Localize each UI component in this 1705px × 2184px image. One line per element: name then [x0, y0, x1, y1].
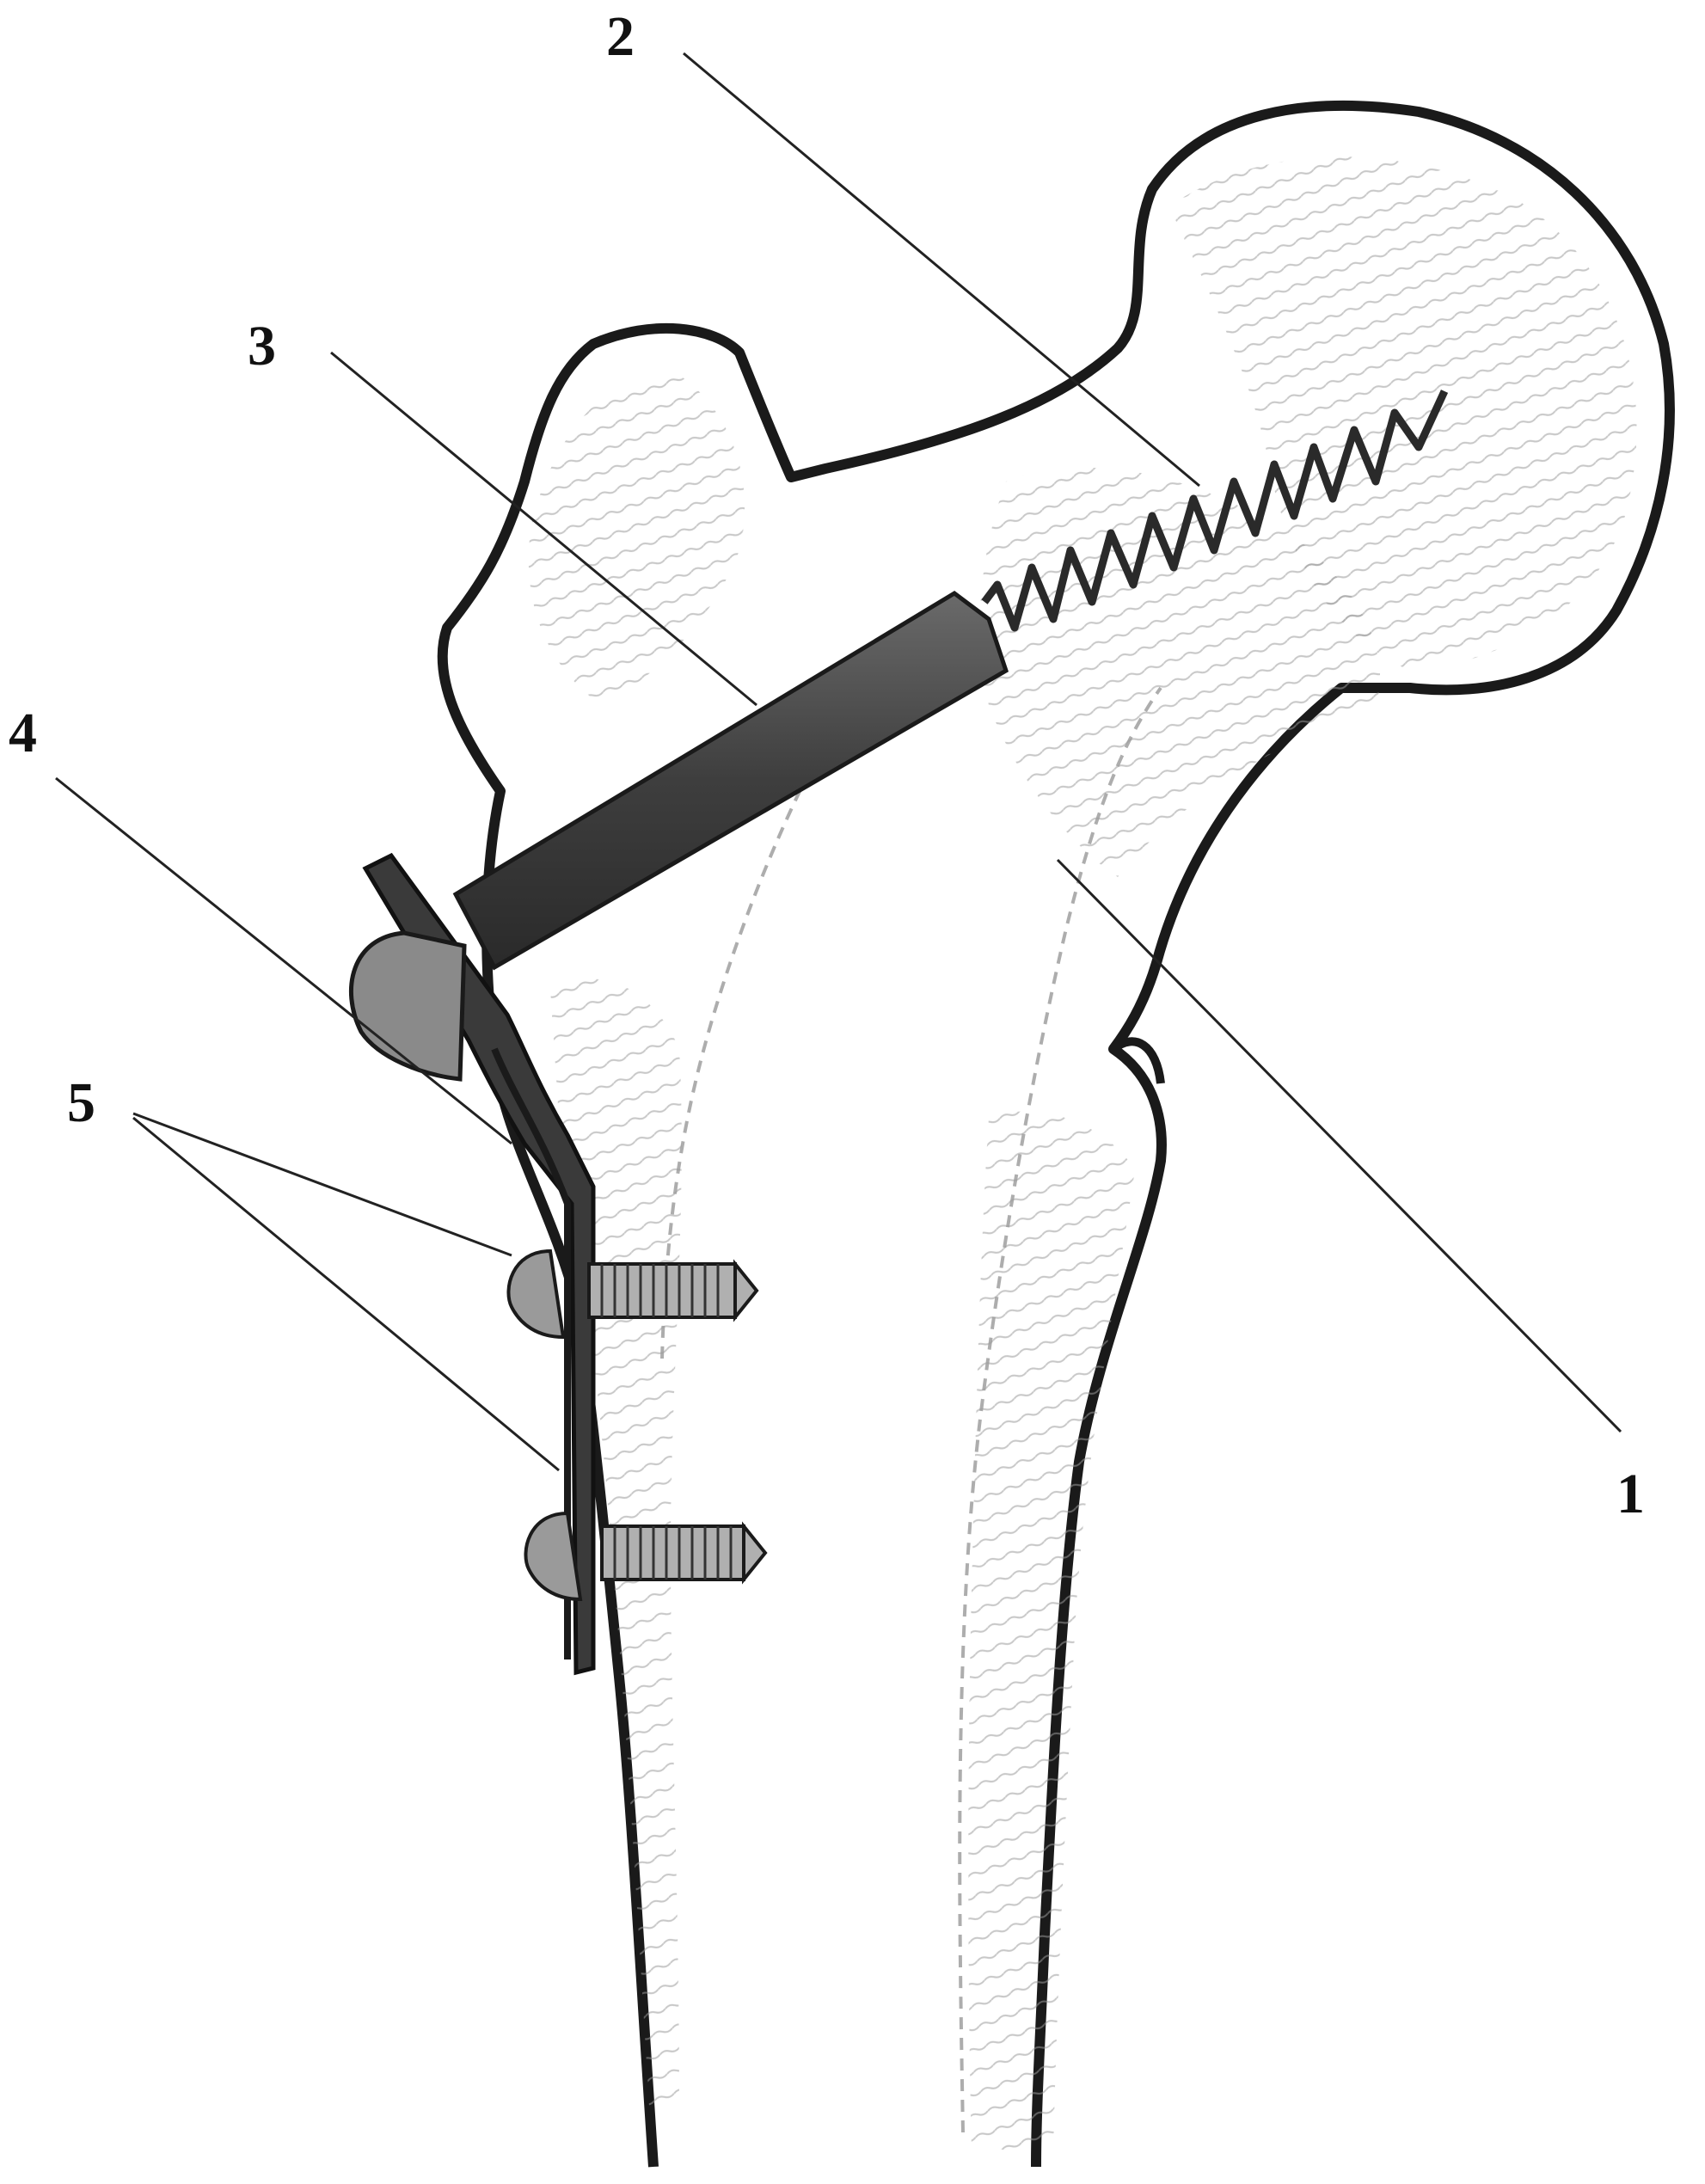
leader-line-1 — [1056, 858, 1622, 1433]
reference-label-1: 1 — [1616, 1463, 1645, 1525]
reference-label-5: 5 — [67, 1071, 95, 1134]
reference-label-4: 4 — [9, 702, 37, 764]
leader-line-4 — [55, 776, 512, 1145]
screw-threads-upper — [600, 1264, 720, 1317]
barrel-body — [452, 590, 1009, 971]
head-shading — [1169, 156, 1637, 672]
reference-label-3: 3 — [248, 315, 276, 377]
screw-tip-lower — [742, 1521, 768, 1585]
screw-head-lower — [524, 1511, 583, 1602]
leader-line-2 — [683, 52, 1200, 488]
side-plate-body — [362, 852, 596, 1676]
reference-label-2: 2 — [606, 5, 635, 68]
barrel-sleeve — [452, 590, 1009, 971]
cortical-screw-upper — [506, 1248, 759, 1340]
leader-line-3 — [330, 351, 757, 707]
cortical-screw-lower — [524, 1511, 768, 1602]
side-plate-bend — [491, 1047, 571, 1659]
shaft-shading — [968, 1111, 1135, 2150]
compression-screw-cap — [348, 930, 467, 1082]
femur-bone — [437, 100, 1675, 2168]
lag-screw-thread — [981, 390, 1449, 632]
lesser-trochanter — [1110, 1037, 1165, 1084]
side-plate — [362, 852, 596, 1676]
trochanter-shading — [528, 370, 745, 705]
compression-screw-head — [348, 930, 467, 1082]
screw-head-upper — [506, 1248, 566, 1340]
screw-shaft-upper — [587, 1262, 737, 1319]
screw-threads-lower — [613, 1526, 733, 1580]
screw-shaft-lower — [600, 1525, 745, 1581]
screw-tip-upper — [733, 1259, 759, 1322]
leader-line-5b — [132, 1116, 560, 1472]
leader-line-5a — [132, 1112, 512, 1257]
leader-lines — [55, 52, 1622, 1472]
lag-screw — [981, 390, 1449, 632]
